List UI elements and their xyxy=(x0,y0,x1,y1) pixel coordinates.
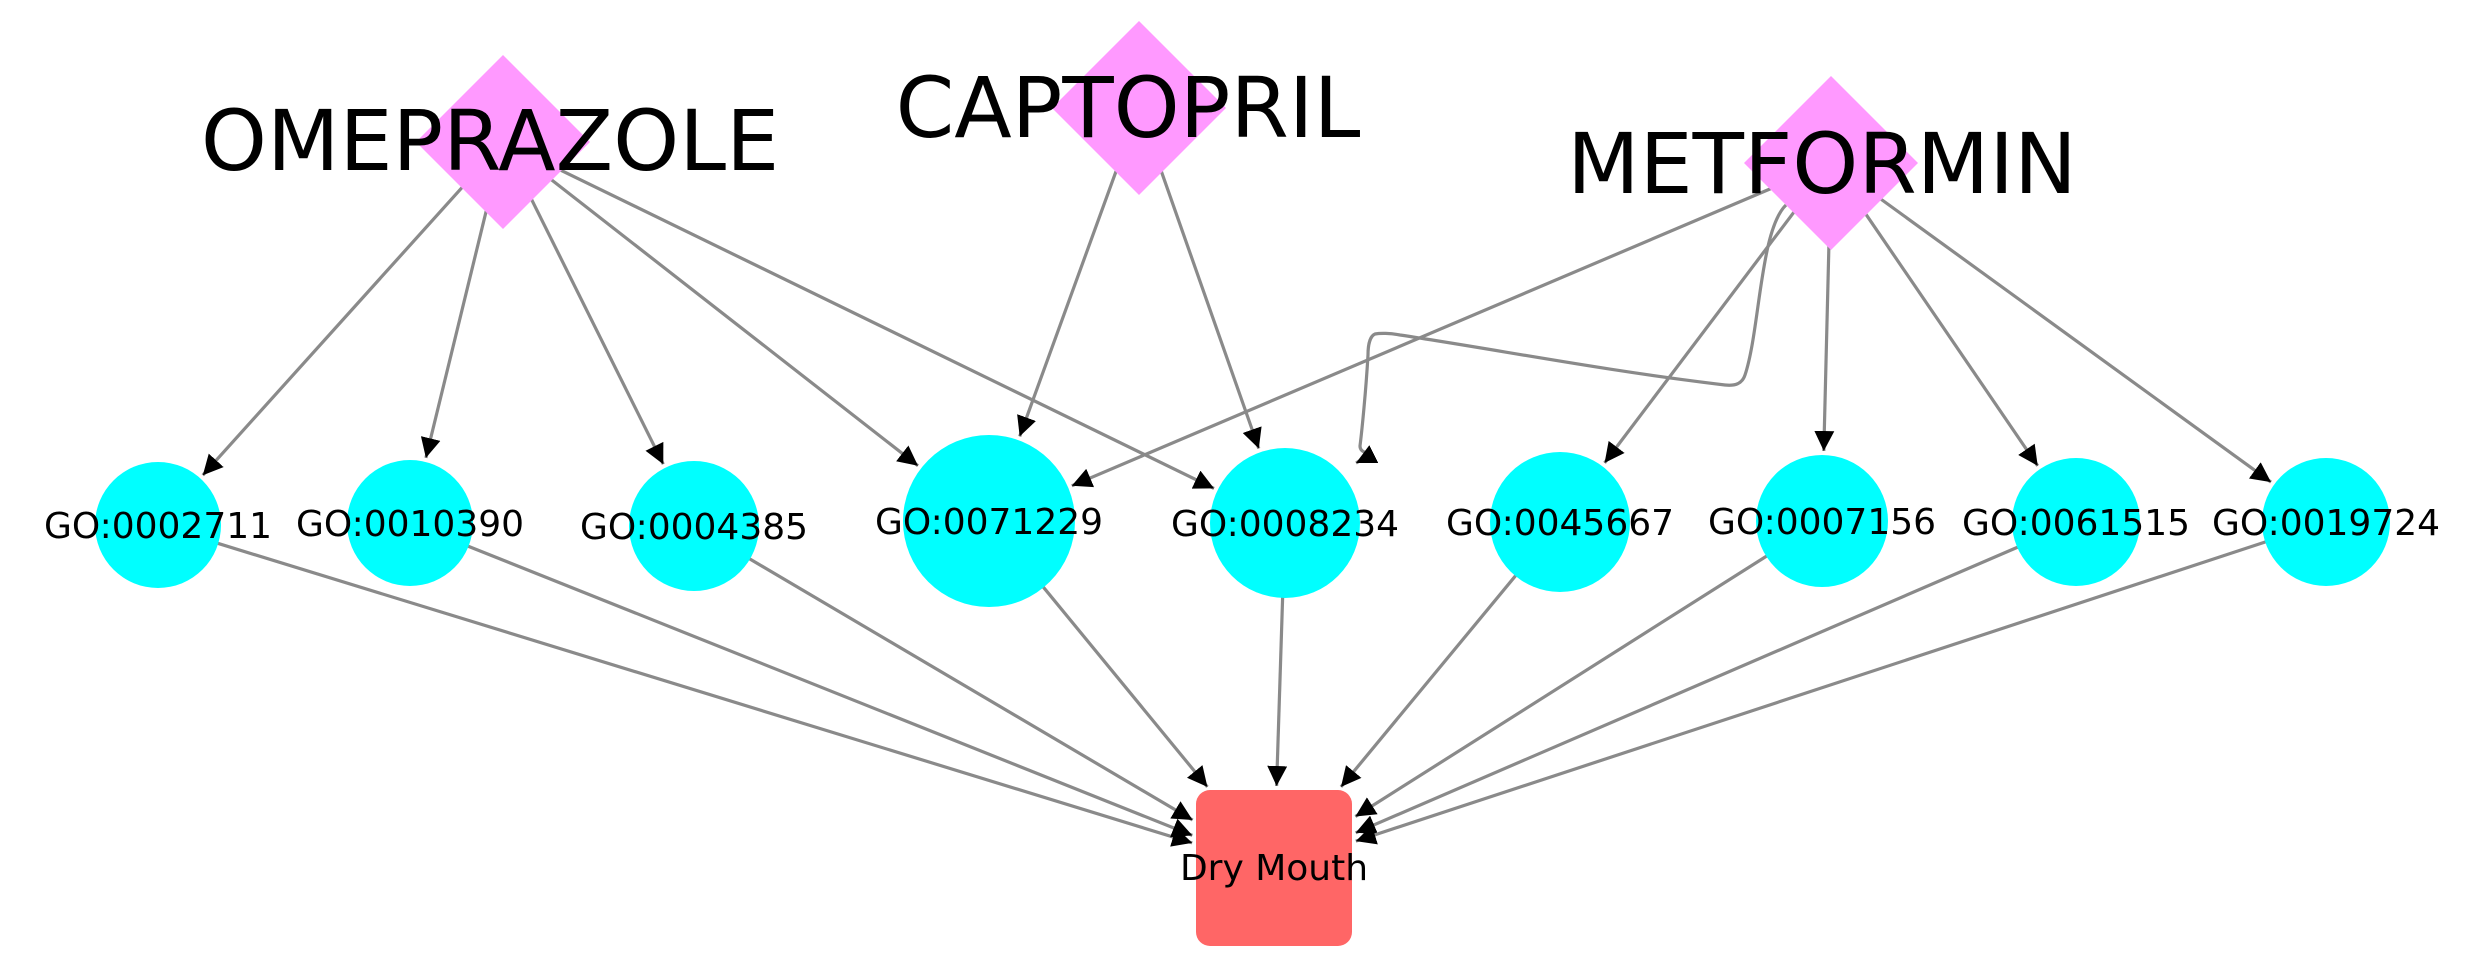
edge-omeprazole-go0004385 xyxy=(527,193,665,465)
drug-node-omeprazole xyxy=(416,55,590,229)
edge-metformin-go0019724 xyxy=(1875,194,2272,484)
go-node-go0002711 xyxy=(95,462,221,588)
labels-layer: OMEPRAZOLE CAPTOPRIL METFORMIN GO:0002711 GO… xyxy=(44,59,2440,889)
effect-node-dry-mouth xyxy=(1196,790,1352,946)
go-label-go0010390: GO:0010390 xyxy=(296,504,524,545)
edge-go0008234-dry-mouth xyxy=(1267,591,1288,787)
go-node-go0061515 xyxy=(2012,458,2140,586)
go-node-go0071229 xyxy=(903,435,1075,607)
go-label-go0045667: GO:0045667 xyxy=(1446,503,1674,544)
go-label-go0061515: GO:0061515 xyxy=(1962,503,2190,544)
edge-go0019724-dry-mouth xyxy=(1355,538,2272,845)
edge-go0045667-dry-mouth xyxy=(1339,570,1521,788)
edge-omeprazole-go0071229 xyxy=(546,175,919,467)
go-node-go0004385 xyxy=(629,461,759,591)
edge-metformin-go0061515 xyxy=(1861,208,2040,467)
edge-omeprazole-go0010390 xyxy=(420,205,489,459)
drug-label-captopril: CAPTOPRIL xyxy=(896,59,1361,157)
edge-captopril-go0008234 xyxy=(1158,166,1262,450)
go-label-go0002711: GO:0002711 xyxy=(44,506,272,547)
go-node-go0045667 xyxy=(1490,452,1630,592)
go-label-go0007156: GO:0007156 xyxy=(1708,502,1936,543)
edge-metformin-go0071229 xyxy=(1071,185,1777,488)
go-label-go0008234: GO:0008234 xyxy=(1171,504,1399,545)
go-label-go0004385: GO:0004385 xyxy=(580,507,808,548)
go-label-go0019724: GO:0019724 xyxy=(2212,503,2440,544)
edge-metformin-go0008234 xyxy=(1355,203,1788,465)
go-node-go0019724 xyxy=(2262,458,2390,586)
drug-label-omeprazole: OMEPRAZOLE xyxy=(201,92,779,190)
effect-label-dry-mouth: Dry Mouth xyxy=(1180,848,1368,889)
edge-go0061515-dry-mouth xyxy=(1355,543,2024,835)
edge-go0004385-dry-mouth xyxy=(743,554,1194,822)
drug-node-metformin xyxy=(1744,76,1918,250)
edge-metformin-go0045667 xyxy=(1603,206,1799,464)
go-node-go0010390 xyxy=(347,460,473,586)
edge-captopril-go0071229 xyxy=(1017,165,1120,437)
drug-node-captopril xyxy=(1052,21,1226,195)
nodes-layer xyxy=(95,21,2390,946)
edge-go0002711-dry-mouth xyxy=(212,540,1193,847)
go-node-go0008234 xyxy=(1210,448,1360,598)
drug-label-metformin: METFORMIN xyxy=(1567,115,2077,213)
go-node-go0007156 xyxy=(1756,455,1888,587)
go-label-go0071229: GO:0071229 xyxy=(875,502,1103,543)
edge-omeprazole-go0002711 xyxy=(201,182,467,477)
edge-go0071229-dry-mouth xyxy=(1038,581,1209,788)
edge-go0010390-dry-mouth xyxy=(462,542,1193,838)
edges-layer xyxy=(201,165,2272,847)
edge-omeprazole-go0008234 xyxy=(555,166,1215,490)
edge-metformin-go0007156 xyxy=(1814,241,1835,452)
edge-go0007156-dry-mouth xyxy=(1354,551,1773,818)
